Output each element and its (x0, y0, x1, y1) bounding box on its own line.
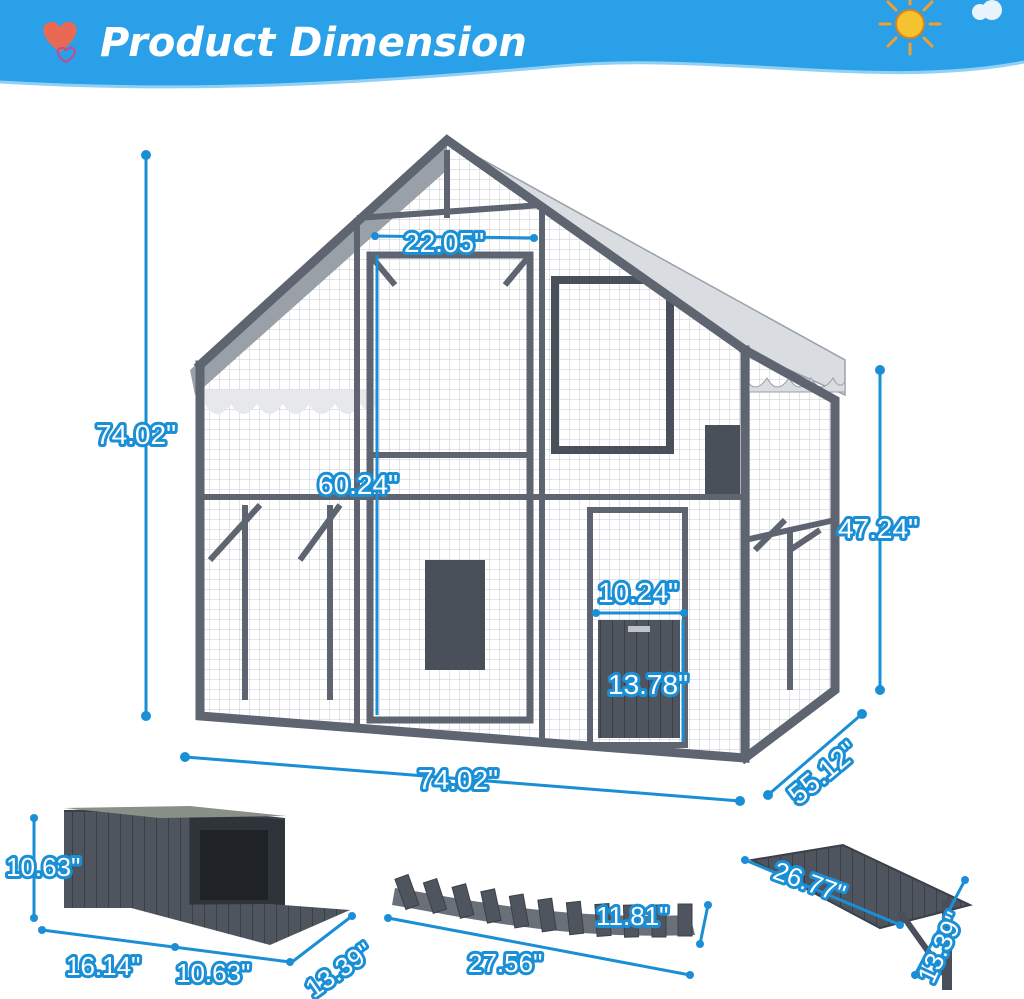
house-length-marker (38, 926, 294, 966)
door-width-label: 22.05" (404, 227, 484, 258)
page-title: Product Dimension (100, 20, 527, 66)
bridge-length-marker (384, 914, 694, 979)
cat-house (64, 806, 350, 945)
house-length-label: 16.14" (66, 951, 140, 981)
bridge-length-label: 27.56" (468, 948, 542, 978)
small-door-width-marker (592, 609, 688, 617)
platform-width-label: 13.39" (911, 907, 970, 987)
house-depth-marker (291, 912, 356, 964)
house-height-label: 10.63" (6, 852, 80, 882)
door-height-label: 60.24" (318, 469, 398, 500)
platform-length-marker (741, 856, 904, 929)
cat-platform (748, 843, 973, 990)
catio-enclosure (190, 134, 846, 765)
bridge-width-label: 11.81" (596, 901, 668, 931)
platform-width-marker (911, 876, 969, 979)
heart-icon (43, 21, 77, 64)
bridge-width-marker (696, 901, 712, 948)
main-door (366, 251, 534, 724)
sun-icon (878, 0, 1002, 56)
header-banner (0, 0, 1024, 89)
overall-height-marker (141, 150, 151, 721)
small-door (598, 620, 680, 738)
side-height-marker (875, 365, 885, 695)
depth-marker (763, 709, 867, 800)
small-door-width-label: 10.24" (598, 577, 678, 608)
cat-bridge (392, 873, 695, 938)
overall-width-label: 74.02" (418, 764, 498, 795)
overall-height-label: 74.02" (96, 419, 176, 450)
house-entry-label: 10.63" (176, 958, 250, 988)
side-height-label: 47.24" (838, 513, 918, 544)
inner-shelf (425, 560, 485, 670)
door-width-marker (371, 232, 538, 242)
small-door-height-label: 13.78" (608, 669, 688, 700)
overall-width-marker (180, 752, 745, 806)
house-height-marker (30, 814, 38, 922)
